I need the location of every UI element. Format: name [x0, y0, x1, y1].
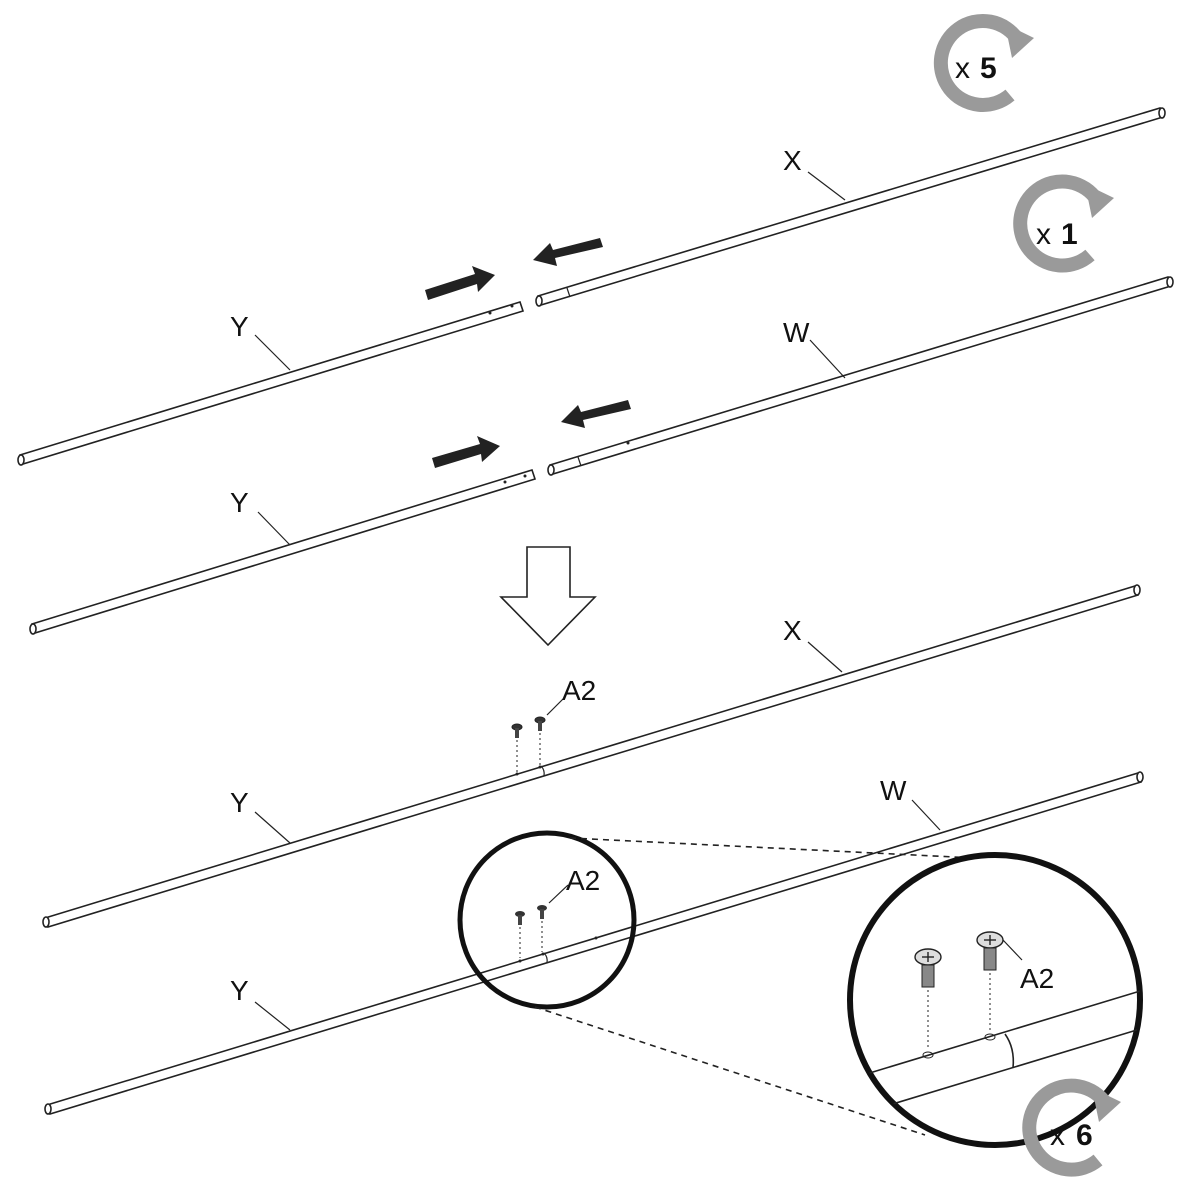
screw-icon	[537, 905, 547, 952]
badge-2-prefix: x	[1036, 218, 1051, 251]
screw-icon	[534, 716, 546, 765]
rotate-clockwise-icon	[1013, 174, 1114, 273]
label-y-middle: Y	[230, 487, 249, 518]
zoom-detail-circle	[847, 852, 1143, 1148]
label-x-top: X	[783, 145, 802, 176]
screw-icon	[515, 911, 525, 958]
label-w-top: W	[783, 317, 810, 348]
magnifier-circle-icon	[457, 830, 637, 1010]
label-y-upper: Y	[230, 311, 249, 342]
rod-w-top	[547, 276, 1174, 476]
label-a2-1: A2	[562, 675, 596, 706]
push-arrow-icon	[561, 400, 631, 428]
rod-wy-assembled	[44, 771, 1144, 1115]
label-y-bottom-2: Y	[230, 975, 249, 1006]
badge-1-prefix: x	[955, 52, 970, 85]
badge-1-count: 5	[980, 52, 997, 85]
rod-y-upper	[17, 301, 525, 466]
screw-icon	[976, 931, 1004, 1033]
rod-xy-assembled	[42, 584, 1141, 928]
label-a2-2: A2	[566, 865, 600, 896]
hollow-down-arrow-icon	[499, 546, 597, 647]
push-arrow-icon	[432, 436, 500, 468]
label-a2-3: A2	[1020, 963, 1054, 994]
label-x-bottom: X	[783, 615, 802, 646]
rod-y-middle	[29, 469, 537, 635]
badge-3-count: 6	[1076, 1119, 1093, 1152]
screw-icon	[914, 948, 942, 1050]
push-arrow-icon	[533, 238, 603, 266]
push-arrow-icon	[425, 266, 495, 300]
label-y-bottom-1: Y	[230, 787, 249, 818]
rotate-clockwise-icon	[933, 13, 1034, 112]
rotate-clockwise-icon	[1022, 1078, 1121, 1177]
badge-2-count: 1	[1061, 218, 1078, 251]
screw-icon	[511, 723, 523, 772]
label-w-bottom: W	[880, 775, 907, 806]
rod-x-top	[535, 107, 1166, 307]
badge-3-prefix: x	[1050, 1119, 1065, 1152]
